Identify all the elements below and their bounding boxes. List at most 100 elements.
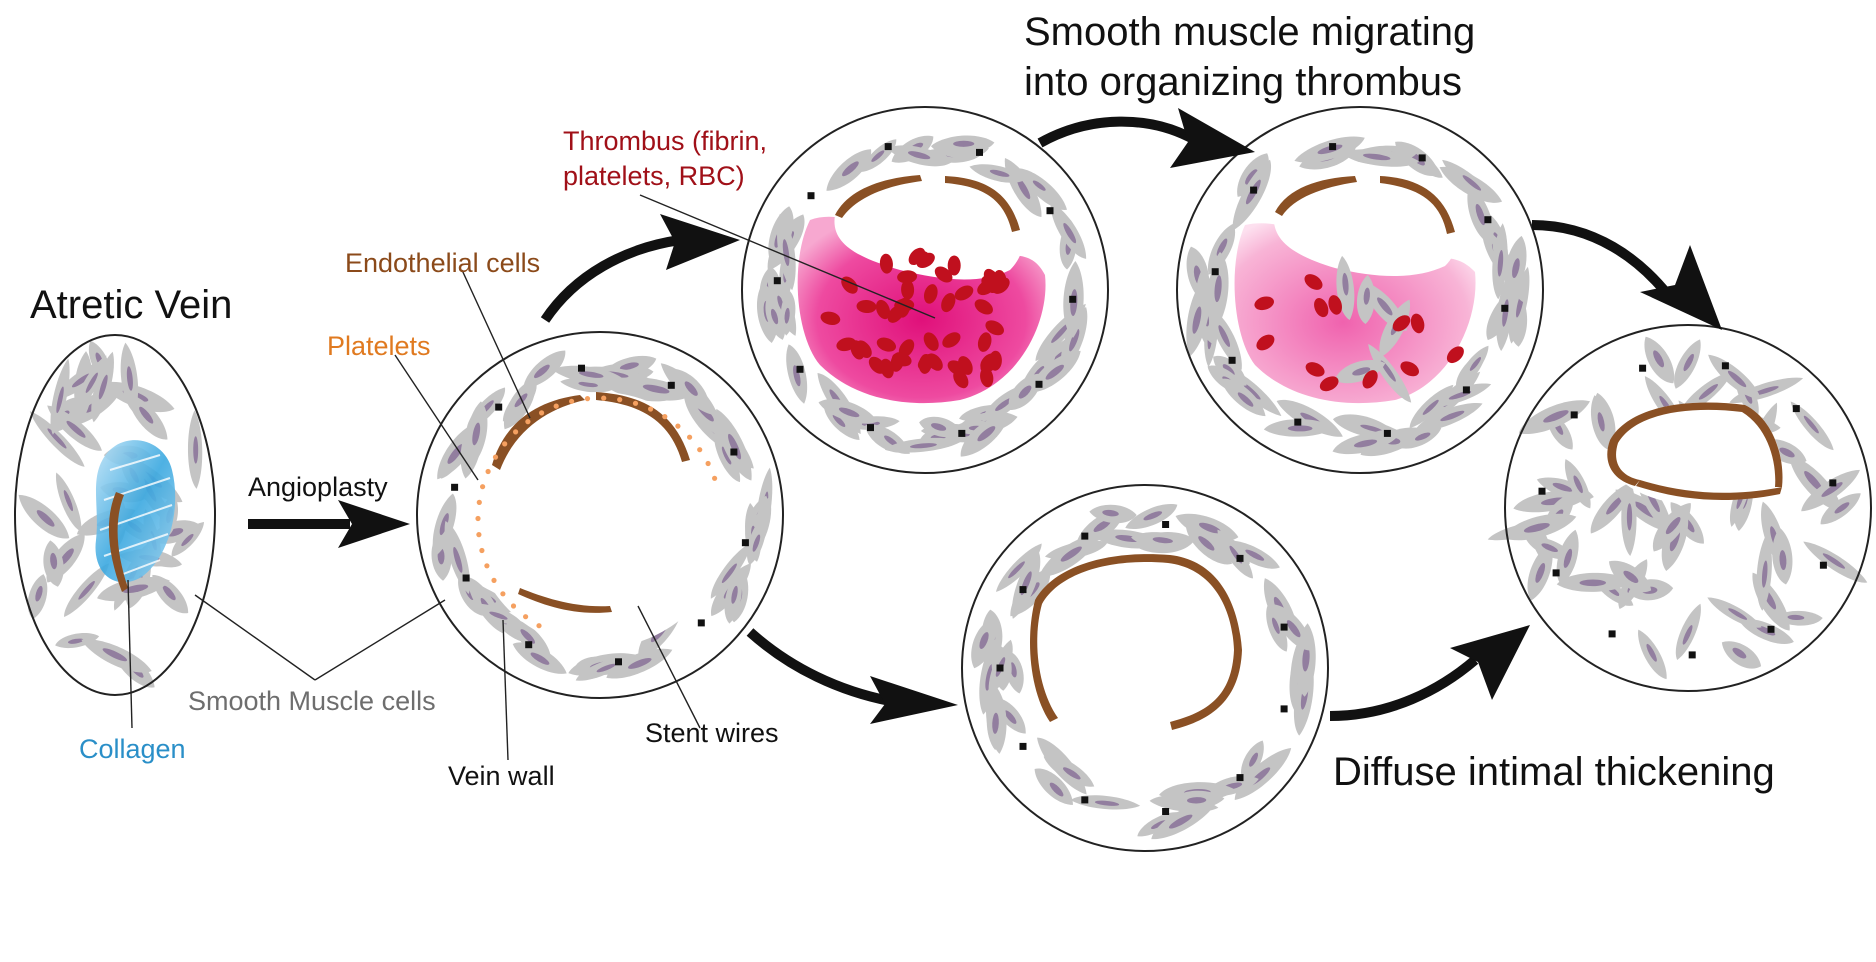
stent-wire: [578, 364, 585, 372]
vein-outline: [1504, 324, 1872, 692]
stent-wire: [1081, 532, 1089, 540]
smooth-muscle-cell: [1608, 560, 1652, 593]
red-blood-cell: [980, 356, 999, 373]
smooth-muscle-cell: [746, 515, 767, 566]
stent-wire: [1081, 796, 1089, 804]
platelet: [476, 532, 482, 538]
smooth-muscle-cell: [1820, 493, 1861, 525]
smooth-muscle-cell: [986, 689, 1006, 751]
smooth-muscle-cell: [1707, 597, 1762, 628]
label-collagen: Collagen: [79, 734, 186, 764]
smooth-muscle-cell: [50, 358, 70, 435]
smooth-muscle-cell: [512, 642, 567, 674]
stage-stented-remodel: [961, 484, 1329, 852]
label-smc-migrating-line1: Smooth muscle migrating: [1024, 10, 1475, 54]
lumen: [834, 175, 1025, 280]
arrow-angioplasty: [248, 500, 410, 548]
platelet: [525, 419, 531, 425]
smooth-muscle-cell: [1674, 339, 1701, 389]
stent-wire: [1552, 569, 1560, 577]
stent-wire: [1046, 207, 1054, 215]
smooth-muscle-cell: [1185, 527, 1232, 565]
arrow-to-thickening-bottom: [1329, 625, 1530, 721]
vein-outline: [1176, 106, 1544, 474]
red-blood-cell: [876, 337, 897, 352]
smooth-muscle-cell: [1125, 504, 1178, 529]
smooth-muscle-cell: [56, 472, 82, 532]
platelet: [617, 397, 623, 403]
smooth-muscle-cell: [127, 394, 168, 440]
platelet: [502, 441, 508, 447]
stent-wire: [1462, 386, 1470, 394]
stent-wire: [1418, 154, 1426, 162]
red-blood-cell: [1305, 362, 1325, 377]
stent-wire: [1608, 630, 1616, 638]
endothelium: [1275, 176, 1455, 234]
smooth-muscle-cell: [1459, 345, 1489, 386]
stent-wire: [996, 664, 1004, 672]
smooth-muscle-cell: [1774, 610, 1823, 626]
smooth-muscle-cell: [1621, 478, 1637, 557]
smooth-muscle-cell: [765, 296, 786, 340]
smooth-muscle-cell: [1638, 629, 1667, 680]
smooth-muscle-cell: [1790, 401, 1834, 451]
red-blood-cell: [1392, 315, 1411, 332]
arrow-to-thrombus: [540, 214, 740, 323]
arrow-to-organizing: [1037, 108, 1255, 168]
stent-wire: [796, 365, 804, 373]
smooth-muscle-cell: [29, 411, 85, 467]
stent-wire: [807, 192, 815, 200]
smooth-muscle-cell: [1652, 502, 1691, 552]
smooth-muscle-cell: [1675, 603, 1701, 660]
smooth-muscle-cell: [919, 416, 963, 438]
smooth-muscle-cell: [1034, 768, 1073, 805]
stent-wire: [884, 143, 892, 151]
stent-wire: [1383, 429, 1391, 437]
smooth-muscle-cell: [1503, 513, 1577, 541]
stent-wire: [1329, 143, 1337, 151]
stent-wire: [1280, 705, 1288, 713]
endothelium: [835, 175, 1020, 232]
platelet: [480, 484, 486, 490]
smooth-muscle-cell: [18, 494, 70, 539]
smooth-muscle-cell: [1356, 274, 1375, 325]
red-blood-cell: [908, 247, 926, 266]
smooth-muscle-cell: [1186, 277, 1210, 357]
smooth-muscle-cell: [152, 574, 189, 614]
red-blood-cell: [887, 305, 904, 323]
smooth-muscle-cell: [188, 410, 203, 489]
smooth-muscle-layer: [1487, 336, 1868, 680]
smooth-muscle-cell: [1756, 533, 1772, 611]
stent-wire: [525, 641, 533, 649]
red-blood-cell: [1328, 295, 1342, 315]
platelet: [675, 423, 681, 429]
smooth-muscle-cell: [1467, 185, 1494, 245]
smooth-muscle-cell: [1008, 373, 1042, 411]
red-blood-cell: [897, 270, 918, 284]
red-blood-cell: [985, 320, 1004, 336]
label-angioplasty: Angioplasty: [248, 472, 388, 502]
platelet: [491, 577, 497, 584]
stage-post-angioplasty: [416, 331, 784, 699]
smooth-muscle-cell: [887, 145, 952, 167]
stent-wires: [1211, 143, 1509, 437]
label-smooth-muscle-cells: Smooth Muscle cells: [188, 686, 436, 716]
smooth-muscle-cell: [1556, 529, 1579, 585]
smooth-muscle-cell: [1442, 159, 1496, 202]
stage-organizing-thrombus: [1176, 106, 1544, 474]
stent-wire: [1035, 380, 1043, 388]
smooth-muscle-cell: [971, 619, 996, 669]
smooth-muscle-cell: [960, 414, 1009, 457]
platelet: [584, 396, 591, 402]
platelets: [475, 395, 718, 629]
smooth-muscle-cell: [171, 521, 205, 557]
smooth-muscle-cell: [1332, 432, 1399, 455]
red-blood-cell: [954, 285, 974, 301]
platelet: [500, 591, 506, 597]
platelet: [539, 410, 545, 416]
stent-wire: [1570, 411, 1578, 419]
platelet: [553, 403, 559, 409]
red-blood-cell: [836, 337, 857, 352]
stent-wire: [1162, 521, 1170, 528]
stent-wire: [1250, 186, 1258, 194]
